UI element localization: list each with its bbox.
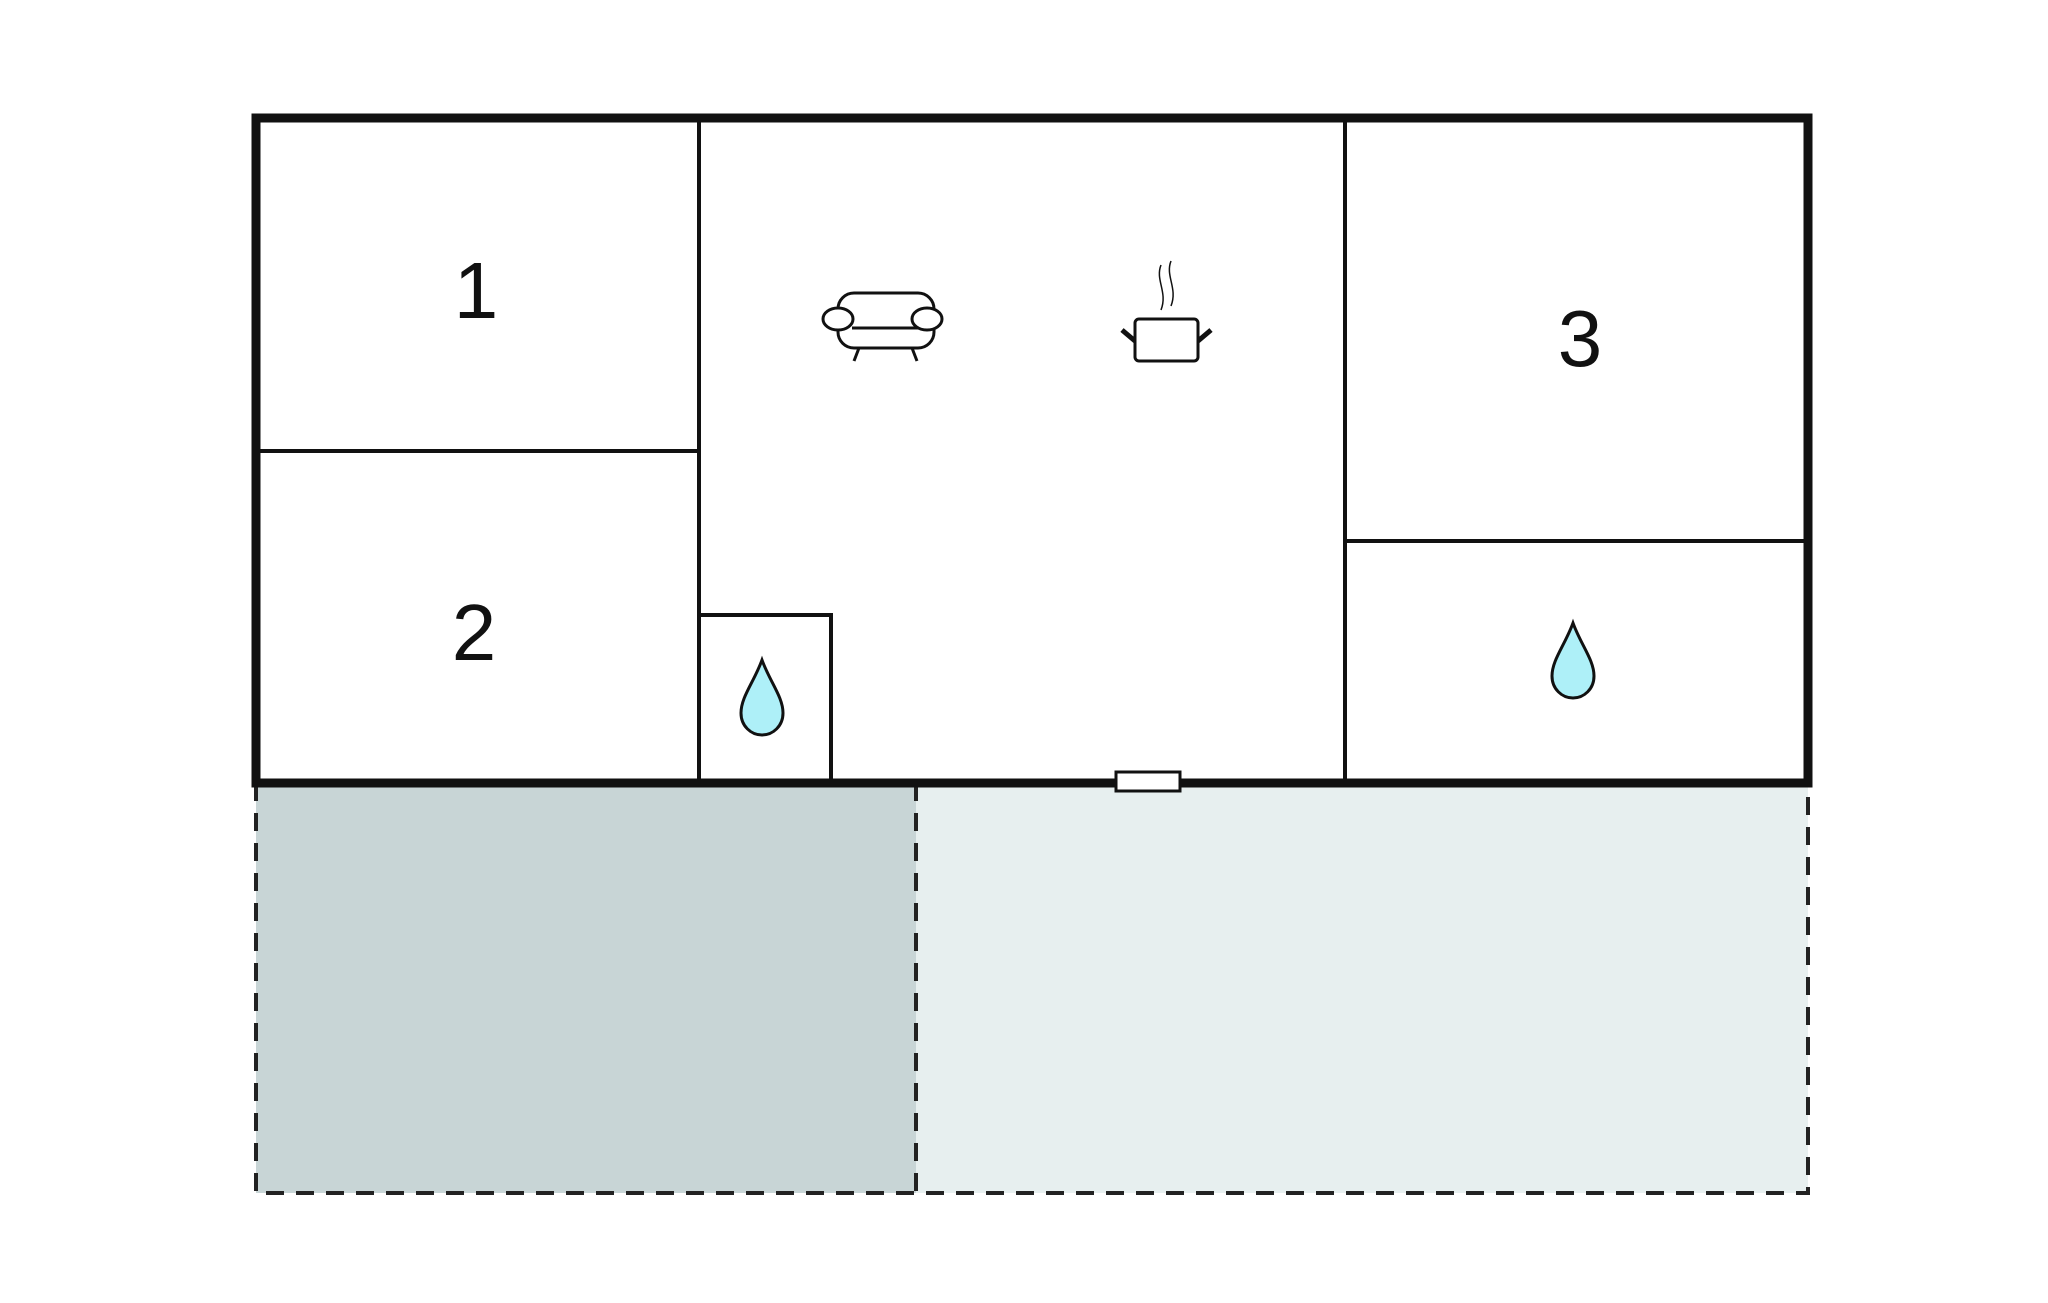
sofa-icon bbox=[821, 291, 944, 362]
cooking-pot-icon bbox=[1120, 260, 1213, 363]
water-drop-icon bbox=[739, 655, 785, 737]
room-number-1: 1 bbox=[454, 246, 499, 335]
terrace-outline bbox=[254, 783, 1810, 1195]
wall-toilet bbox=[699, 613, 833, 781]
room-number-3: 3 bbox=[1558, 294, 1603, 383]
room-number-2: 2 bbox=[452, 588, 497, 677]
entrance-door bbox=[1114, 770, 1182, 793]
house-outer-wall bbox=[251, 113, 1813, 788]
open-terrace bbox=[916, 783, 1808, 1193]
covered-terrace bbox=[256, 783, 916, 1193]
water-drop-icon bbox=[1550, 618, 1596, 700]
